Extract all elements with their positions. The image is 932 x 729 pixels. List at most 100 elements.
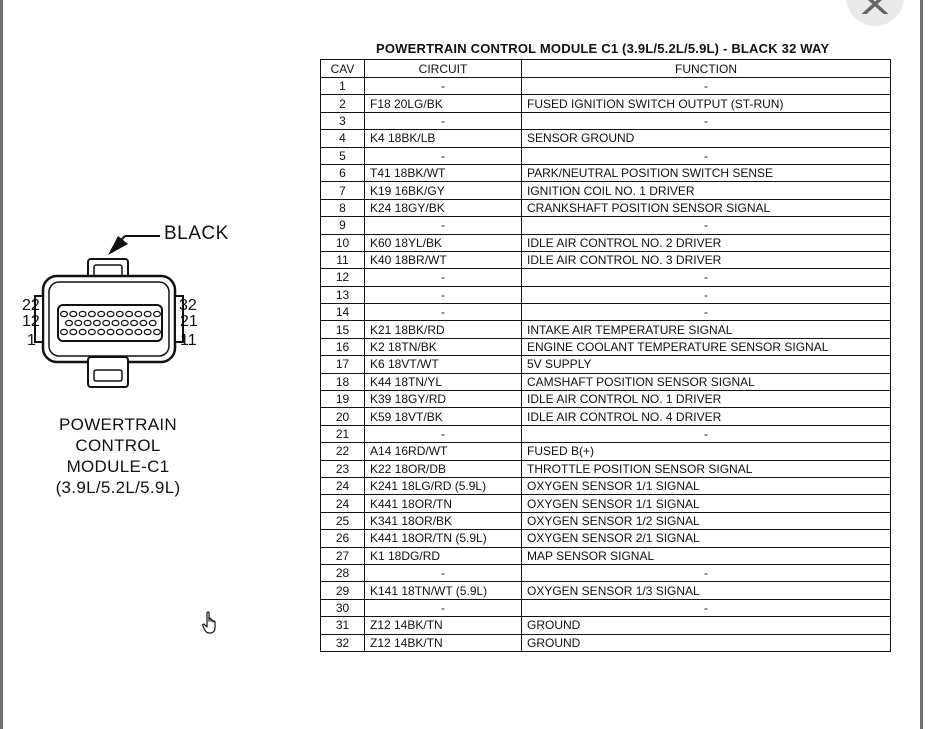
pin-cavity [92,319,101,327]
cell-circuit: A14 16RD/WT [364,442,522,461]
connector-caption: POWERTRAIN CONTROL MODULE-C1 (3.9L/5.2L/… [20,414,216,498]
cell-cav: 8 [320,198,365,218]
cell-cav: 29 [320,581,365,600]
cell-cav: 10 [320,233,365,252]
cell-function: - [521,563,891,583]
pin-cavities [59,310,162,336]
pin-cavity [125,310,134,318]
cell-cav: 28 [320,563,365,583]
table-header-row: CAV CIRCUIT FUNCTION [320,59,891,78]
header-cav: CAV [320,59,365,78]
table-row: 30-- [320,598,891,618]
cell-circuit: K441 18OR/TN [364,494,522,513]
caption-line: (3.9L/5.2L/5.9L) [55,478,181,497]
pin-label-32: 32 [179,297,197,314]
cell-cav: 24 [320,494,365,513]
pin-cavity [64,319,73,327]
cell-circuit: - [364,303,522,322]
table-row: 3-- [320,111,891,131]
cell-function: GROUND [521,633,891,652]
cell-function: CAMSHAFT POSITION SENSOR SIGNAL [521,372,891,392]
pin-cavity [69,310,78,318]
cell-cav: 6 [320,163,365,183]
pin-cavity [111,319,120,327]
cell-cav: 30 [320,598,365,618]
connector-diagram: BLACK 22 12 1 32 21 11 POWERTRAIN CONTRO… [0,0,300,729]
caption-line: POWERTRAIN [59,415,177,434]
cell-circuit: - [364,285,522,305]
cell-function: - [521,285,891,305]
cell-circuit: K4 18BK/LB [364,129,522,148]
cell-circuit: - [364,268,522,287]
cell-cav: 9 [320,216,365,235]
table-row: 5-- [320,146,891,165]
pin-cavity [120,319,129,327]
cell-function: MAP SENSOR SIGNAL [521,546,891,565]
cell-circuit: K341 18OR/BK [364,511,522,531]
cell-circuit: - [364,146,522,165]
cell-function: - [521,598,891,618]
cell-cav: 15 [320,320,365,339]
pin-cavity [78,310,87,318]
cell-cav: 2 [320,94,365,113]
table-row: 1-- [320,76,891,96]
cell-cav: 17 [320,355,365,374]
cell-function: PARK/NEUTRAL POSITION SWITCH SENSE [521,163,891,183]
hand-cursor-icon [202,611,216,634]
cell-function: IDLE AIR CONTROL NO. 2 DRIVER [521,233,891,252]
pin-label-12: 12 [22,313,40,330]
connector-color-label: BLACK [164,223,229,244]
cell-function: - [521,268,891,287]
pin-cavity [97,328,106,336]
cell-circuit: - [364,424,522,444]
cell-function: THROTTLE POSITION SENSOR SIGNAL [521,459,891,478]
pin-cavity [87,328,96,336]
cell-circuit: - [364,216,522,235]
pin-label-1: 1 [27,332,36,349]
connector-drawing [34,235,184,388]
cell-function: OXYGEN SENSOR 1/2 SIGNAL [521,511,891,531]
cell-circuit: K141 18TN/WT (5.9L) [364,581,522,600]
close-button[interactable] [846,0,904,26]
cell-function: OXYGEN SENSOR 1/1 SIGNAL [521,476,891,496]
pin-cavity [59,310,68,318]
cell-function: IDLE AIR CONTROL NO. 4 DRIVER [521,407,891,426]
table-row: 12-- [320,268,891,287]
cell-function: SENSOR GROUND [521,129,891,148]
cell-function: - [521,424,891,444]
cell-cav: 20 [320,407,365,426]
cell-function: INTAKE AIR TEMPERATURE SIGNAL [521,320,891,339]
cell-function: IDLE AIR CONTROL NO. 3 DRIVER [521,250,891,270]
cell-cav: 5 [320,146,365,165]
table-row: 9-- [320,216,891,235]
cell-cav: 4 [320,129,365,148]
cell-function: OXYGEN SENSOR 1/3 SIGNAL [521,581,891,600]
cell-cav: 26 [320,529,365,548]
cell-function: 5V SUPPLY [521,355,891,374]
table-title: POWERTRAIN CONTROL MODULE C1 (3.9L/5.2L/… [376,41,830,56]
table-row: 21-- [320,424,891,444]
pin-cavity [69,328,78,336]
cell-cav: 21 [320,424,365,444]
pin-cavity [153,310,162,318]
pin-cavity [115,328,124,336]
pin-cavity [125,328,134,336]
cell-circuit: K2 18TN/BK [364,337,522,357]
cell-function: IDLE AIR CONTROL NO. 1 DRIVER [521,390,891,409]
viewer-frame-left [0,0,3,729]
pin-cavity [97,310,106,318]
pin-cavity [134,328,143,336]
cell-circuit: K21 18BK/RD [364,320,522,339]
cell-cav: 12 [320,268,365,287]
